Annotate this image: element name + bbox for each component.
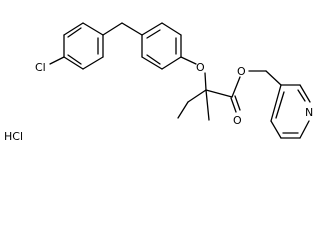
bond [63,56,84,70]
bond [161,56,182,70]
phenylene-ring [141,22,182,70]
methylene-bond [121,22,143,36]
aromatic-inner-bond [146,29,161,39]
carbonyl-oxygen-label: O [233,114,242,127]
chlorophenyl-ring [63,22,104,70]
methylene-bond [102,22,123,36]
chlorine-label: Cl [35,61,46,74]
bond [82,22,104,36]
bond [141,22,163,36]
aromatic-inner-bond [275,91,285,119]
chemical-structure-diagram: Cl O O O N HCl [4,22,313,143]
aromatic-inner-bond [67,27,82,38]
bond [299,120,310,139]
ester-bond [231,76,241,98]
bond [205,89,233,98]
bond [270,120,282,139]
hydrochloride-label: HCl [4,130,23,143]
ether-bond [204,72,207,91]
pyridine-nitrogen-label: N [305,106,313,119]
bond [187,89,207,103]
bond [63,22,84,36]
aromatic-inner-bond [67,54,82,65]
bond [161,22,182,36]
bond [82,56,104,70]
pyridine-ring [270,84,311,139]
bond [141,56,163,70]
bond [270,84,282,122]
carbonyl-double-bond [230,97,237,113]
carbonyl-double-bond [234,95,241,111]
ether-oxygen-label: O [196,61,205,74]
aromatic-inner-bond [146,54,161,65]
chlorine-bond [49,56,65,65]
bond [299,84,311,103]
bond [177,101,189,119]
ester-oxygen-label: O [237,65,246,78]
methyl-bond [205,89,210,121]
ether-bond [180,56,197,65]
ester-bond [265,70,282,86]
aromatic-inner-bond [297,89,306,102]
